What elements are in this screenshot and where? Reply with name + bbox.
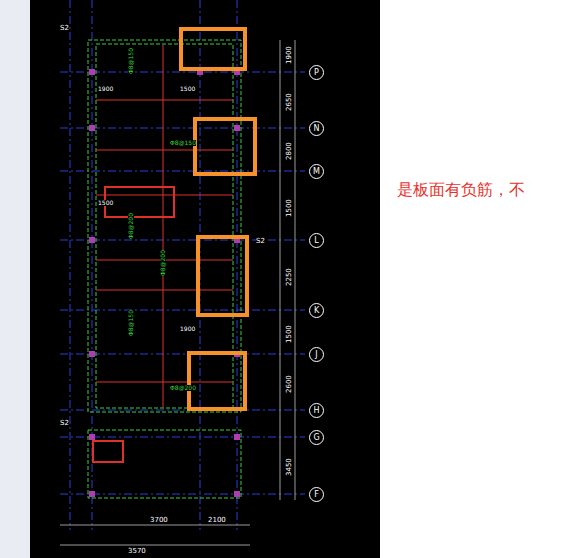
axis-letter: G (313, 433, 319, 442)
axis-letter: M (313, 167, 320, 176)
drawing-label: 2650 (286, 93, 293, 111)
drawing-label: Φ8@150 (128, 48, 134, 74)
drawing-label: 2800 (286, 142, 293, 160)
axis-bubble: L (309, 233, 324, 248)
drawing-label: Φ8@200 (128, 213, 134, 239)
axis-letter: K (314, 306, 319, 315)
axis-letter: P (314, 68, 319, 77)
axis-letter: L (314, 236, 318, 245)
axis-bubble: H (309, 403, 324, 418)
drawing-label: 2600 (286, 375, 293, 393)
drawing-label: Φ8@200 (160, 250, 166, 276)
drawing-label: 1500 (286, 325, 293, 343)
axis-bubble: J (309, 347, 324, 362)
drawing-label: S2 (60, 420, 69, 427)
axis-bubble: F (309, 487, 324, 502)
drawing-label: S2 (60, 25, 69, 32)
drawing-label: 3570 (128, 548, 146, 555)
drawing-label: 3450 (286, 458, 293, 476)
axis-bubble: G (309, 430, 324, 445)
drawing-label: Φ8@200 (170, 385, 196, 391)
axis-bubble: N (309, 121, 324, 136)
drawing-label: 3700 (150, 517, 168, 524)
drawing-label: 1500 (286, 199, 293, 217)
axis-letter: N (314, 124, 320, 133)
drawing-label: Φ8@150 (170, 140, 196, 146)
drawing-label: 2100 (208, 517, 226, 524)
drawing-label: 1900 (180, 326, 195, 332)
axis-letter: F (314, 490, 319, 499)
axis-bubble: P (309, 65, 324, 80)
annotation-note: 是板面有负筋，不 (397, 182, 525, 198)
axis-letter: H (313, 406, 319, 415)
axis-letter: J (315, 350, 317, 359)
axis-bubble: K (309, 303, 324, 318)
drawing-label: 2250 (286, 268, 293, 286)
drawing-label: 1500 (98, 200, 113, 206)
drawing-label: S2 (256, 238, 265, 245)
drawing-label: 1900 (286, 46, 293, 64)
drawing-label: 1500 (180, 86, 195, 92)
axis-bubble: M (309, 164, 324, 179)
drawing-label: 1900 (98, 86, 113, 92)
drawing-label: Φ8@150 (128, 310, 134, 336)
